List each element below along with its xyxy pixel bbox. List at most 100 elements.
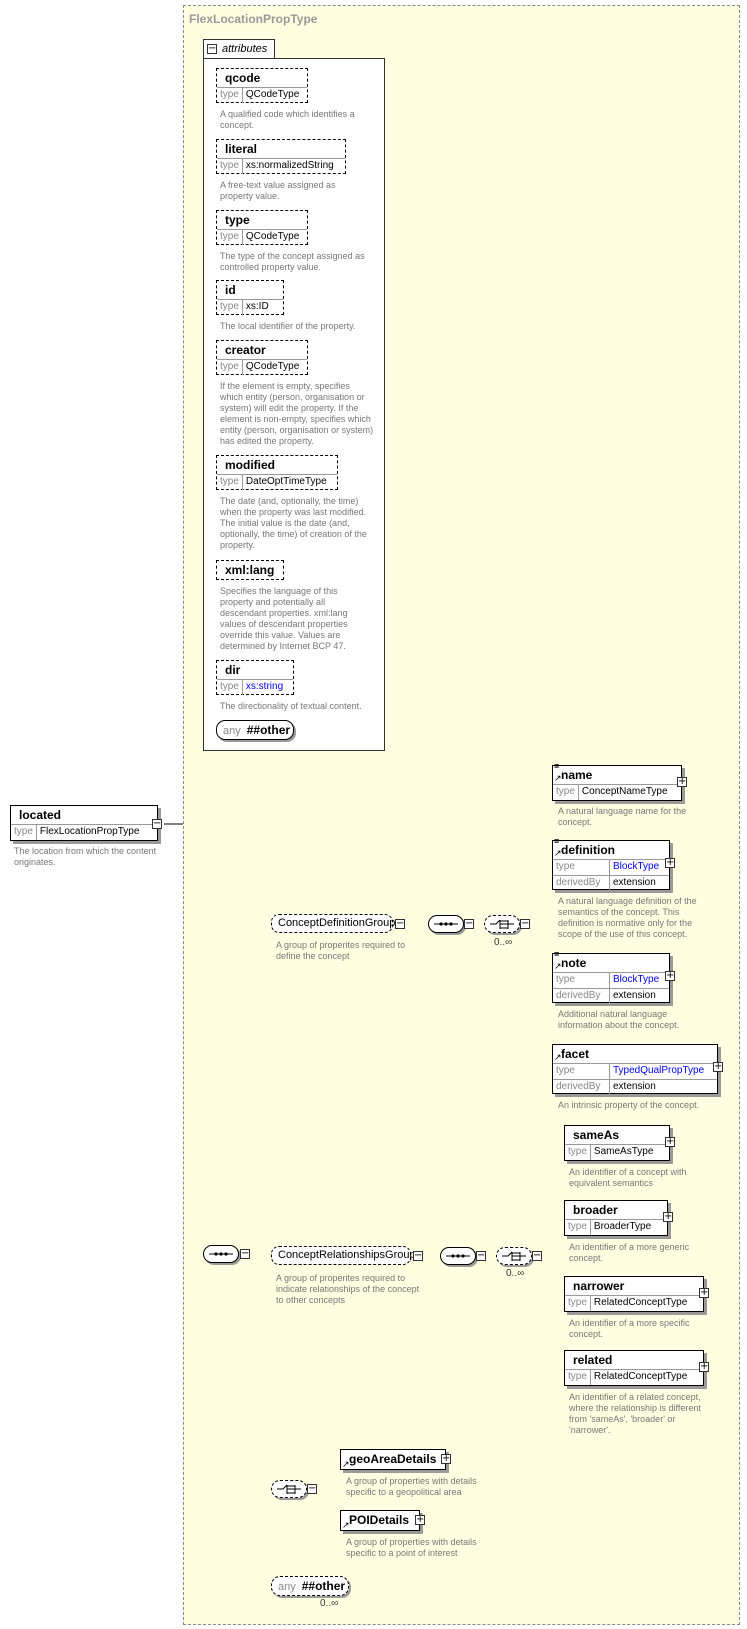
element-name-label: sameAs (573, 1128, 620, 1142)
attributes-tab[interactable]: − attributes (203, 39, 275, 59)
any-value: ##other (246, 723, 291, 737)
attribute-type-label: type (217, 475, 243, 490)
choice-compositor-icon (484, 915, 520, 933)
complex-type-title: FlexLocationPropType (189, 12, 318, 26)
root-collapse-icon[interactable]: − (152, 818, 162, 829)
attribute-doc: Specifies the language of this property … (220, 586, 348, 651)
concept-relationships-collapse-icon[interactable]: − (413, 1250, 423, 1261)
expand-icon[interactable]: + (699, 1287, 709, 1298)
concept-relationships-group[interactable]: ConceptRelationshipsGroup (271, 1246, 416, 1265)
sequence-compositor-icon (428, 915, 464, 933)
root-type-label: type (11, 825, 37, 840)
occurrence-label: 0..∞ (506, 1268, 525, 1279)
element-type-label: type (553, 973, 610, 988)
attribute-doc: A free-text value assigned as property v… (220, 180, 336, 201)
element-geoareadetails[interactable]: geoAreaDetails (340, 1449, 446, 1470)
attributes-collapse-icon[interactable]: − (207, 43, 217, 54)
attribute-xml-lang[interactable]: xml:lang (216, 560, 284, 580)
element-name-label: note (561, 956, 587, 970)
attributes-label: attributes (222, 43, 268, 55)
choice-collapse-icon[interactable]: − (520, 918, 530, 929)
element-poidetails[interactable]: POIDetails (340, 1510, 420, 1531)
element-type-value: RelatedConceptType (593, 1371, 688, 1382)
reference-arrow-icon: ↗ (554, 961, 562, 971)
element-name-label: definition (561, 843, 615, 857)
occurrence-label: 0..∞ (320, 1598, 339, 1609)
element-type-value: SameAsType (593, 1146, 654, 1157)
attribute-doc: If the element is empty, specifies which… (220, 381, 374, 446)
attribute-type-label: type (217, 680, 243, 695)
choice-collapse-icon[interactable]: − (532, 1250, 542, 1261)
attribute-doc: The type of the concept assigned as cont… (220, 251, 365, 272)
concept-definition-collapse-icon[interactable]: − (395, 918, 405, 929)
attribute-name: qcode (225, 71, 261, 85)
sequence-collapse-icon[interactable]: − (476, 1250, 486, 1261)
sequence-collapse-icon[interactable]: − (240, 1248, 250, 1259)
attribute-any-other[interactable]: any##other (216, 720, 294, 740)
attribute-name: id (225, 283, 236, 297)
expand-icon[interactable]: + (663, 1211, 673, 1222)
any-label: any (278, 1581, 296, 1593)
expand-icon[interactable]: + (677, 776, 687, 787)
element-name-label: facet (561, 1047, 590, 1061)
element-type-label: type (565, 1220, 591, 1235)
text-content-icon: ≡ (554, 761, 560, 771)
sequence-collapse-icon[interactable]: − (464, 918, 474, 929)
attribute-name: xml:lang (225, 563, 275, 577)
reference-arrow-icon: ↗ (342, 1520, 350, 1530)
concept-relationships-doc: A group of properites required to indica… (276, 1273, 420, 1305)
attribute-type-label: type (217, 300, 243, 315)
expand-icon[interactable]: + (665, 1136, 675, 1147)
element-type-label: type (553, 1064, 610, 1079)
element-type-label: type (553, 785, 579, 800)
text-content-icon: ≡ (554, 949, 560, 959)
concept-definition-group[interactable]: ConceptDefinitionGroup (271, 914, 395, 933)
expand-icon[interactable]: + (441, 1453, 451, 1464)
element-name-label: geoAreaDetails (349, 1452, 437, 1466)
element-name-label: related (573, 1353, 613, 1367)
sequence-compositor-icon (440, 1247, 476, 1265)
attribute-type-label: type (217, 159, 243, 174)
expand-icon[interactable]: + (665, 970, 675, 981)
attribute-type-value: QCodeType (245, 89, 300, 100)
reference-arrow-icon: ↗ (554, 1052, 562, 1062)
expand-icon[interactable]: + (699, 1361, 709, 1372)
attribute-type-value: xs:string (245, 681, 284, 692)
text-content-icon: ≡ (554, 836, 560, 846)
attribute-type-value: QCodeType (245, 361, 300, 372)
attribute-type-value: DateOptTimeType (245, 476, 327, 487)
sequence-compositor-icon (203, 1245, 239, 1263)
element-doc: An identifier of a concept with equivale… (569, 1167, 687, 1188)
expand-icon[interactable]: + (665, 857, 675, 868)
expand-icon[interactable]: + (415, 1514, 425, 1525)
attribute-doc: The date (and, optionally, the time) whe… (220, 496, 367, 550)
reference-arrow-icon: ↗ (554, 848, 562, 858)
choice-collapse-icon[interactable]: − (307, 1483, 317, 1494)
root-doc: The location from which the content orig… (14, 846, 157, 867)
element-type-value: RelatedConceptType (593, 1297, 688, 1308)
element-derived-value: extension (613, 877, 656, 888)
element-any-other[interactable]: any##other (271, 1576, 349, 1596)
attribute-type-value: xs:normalizedString (245, 160, 334, 171)
root-element-name: located (19, 808, 62, 822)
expand-icon[interactable]: + (713, 1061, 723, 1072)
element-type-label: type (565, 1296, 591, 1311)
element-doc: An identifier of a more generic concept. (569, 1242, 690, 1263)
element-type-label: type (565, 1370, 591, 1385)
